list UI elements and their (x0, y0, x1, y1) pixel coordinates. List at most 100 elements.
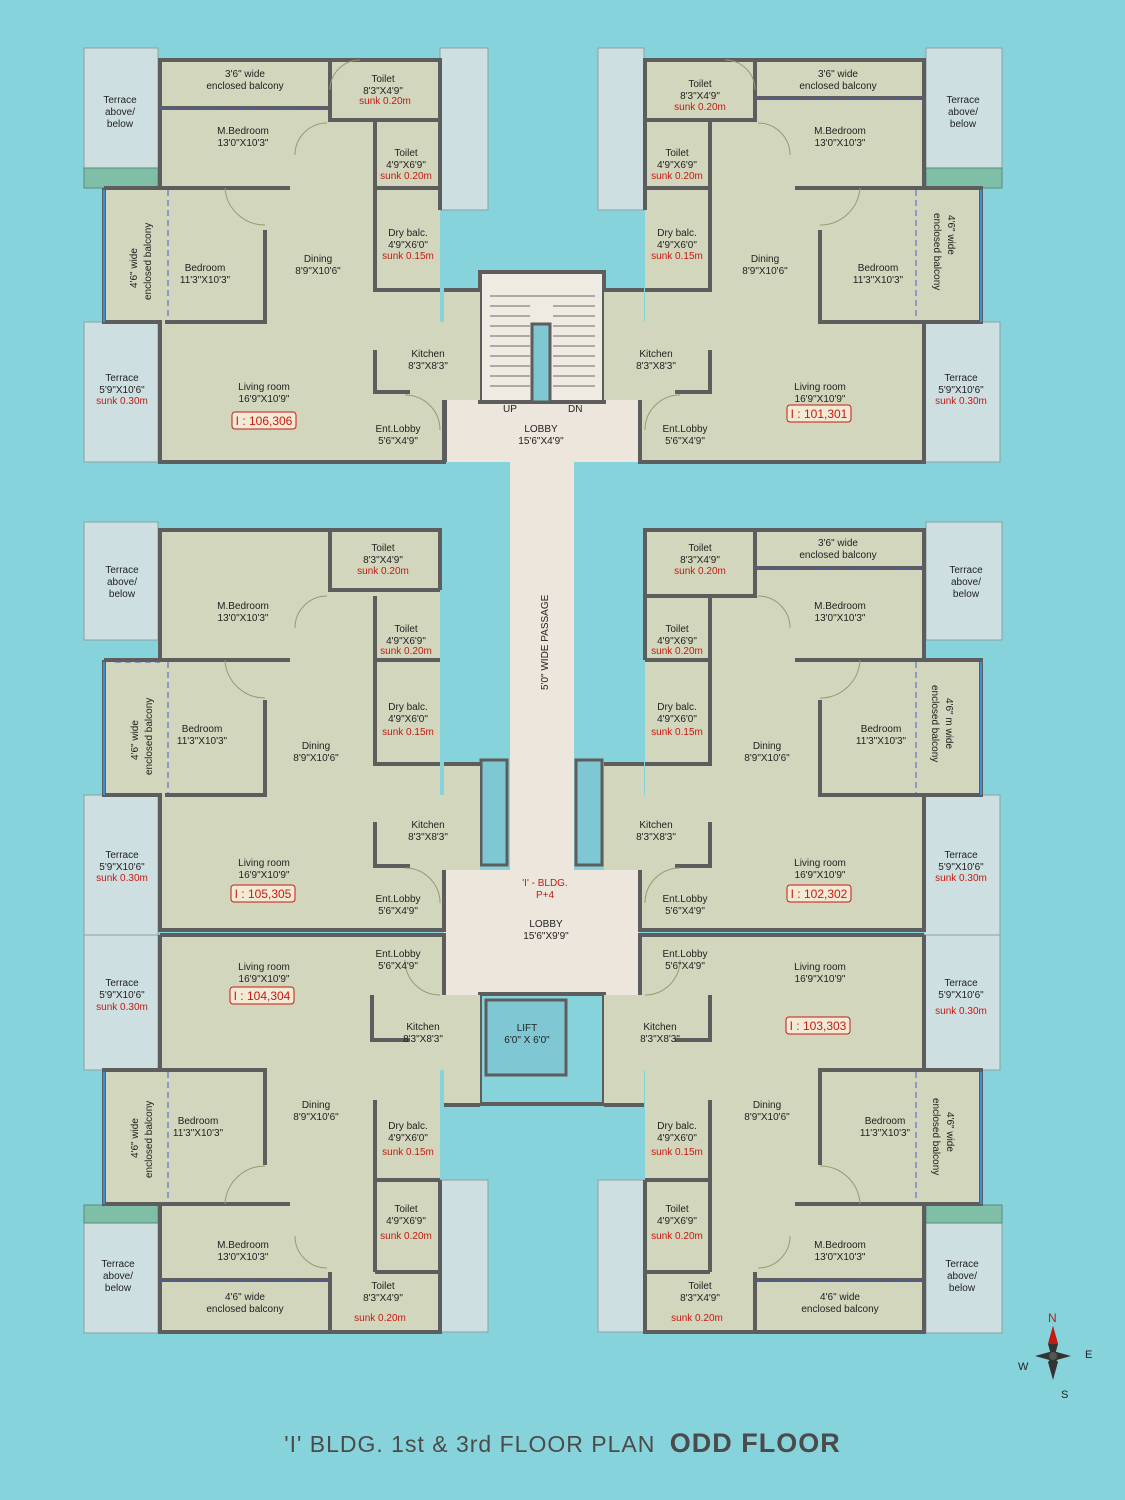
room-label: I : 103,303 (790, 1019, 847, 1033)
room-label: Terrace (946, 95, 980, 106)
room-label: 4'9"X6'9" (386, 636, 426, 647)
room-label: sunk 0.30m (96, 396, 148, 407)
room-label: Living room (794, 962, 846, 973)
room-label: Toilet (665, 148, 689, 159)
room-label: enclosed balcony (799, 81, 876, 92)
unit-102-302-labels: Toilet 8'3"X4'9" sunk 0.20m 3'6" wide en… (636, 538, 987, 917)
room-label: Toilet (371, 543, 395, 554)
room-label: Dry balc. (657, 702, 696, 713)
room-label: 16'9"X10'9" (239, 394, 290, 405)
unit-104-304: Living room 16'9"X10'9" Ent.Lobby 5'6"X4… (83, 933, 489, 1334)
room-label: 16'9"X10'9" (795, 870, 846, 881)
room-label: 8'3"X8'3" (408, 361, 448, 372)
room-label: sunk 0.30m (935, 396, 987, 407)
room-label: Kitchen (411, 349, 444, 360)
unit-106-306-labels: 3'6" wide enclosed balcony Toilet 8'3"X4… (96, 69, 448, 447)
room-label: above/ (105, 107, 135, 118)
room-label: 8'3"X8'3" (403, 1034, 443, 1045)
room-label: Kitchen (639, 820, 672, 831)
room-label: I : 104,304 (234, 989, 291, 1003)
unit-104-304-labels: Living room 16'9"X10'9" Ent.Lobby 5'6"X4… (96, 949, 443, 1324)
room-label: 5'9"X10'6" (938, 990, 984, 1001)
room-label: Kitchen (639, 349, 672, 360)
compass-s: S (1061, 1389, 1068, 1401)
room-label: Toilet (665, 1204, 689, 1215)
lower-lobby-label: LOBBY (529, 919, 563, 930)
room-label: sunk 0.20m (674, 566, 726, 577)
room-label: 3'6" wide (818, 69, 858, 80)
unit-number-tag (785, 1016, 851, 1035)
plan-title-floor: ODD FLOOR (669, 1428, 841, 1458)
stair-up-label: UP (503, 404, 517, 415)
room-label: 4'9"X6'9" (657, 1216, 697, 1227)
room-label: sunk 0.30m (935, 1006, 987, 1017)
room-label: Terrace (944, 373, 978, 384)
room-label: Terrace (105, 850, 139, 861)
room-label: Toilet (665, 624, 689, 635)
compass-w: W (1018, 1361, 1029, 1373)
lower-lobby-size: 15'6"X9'9" (523, 931, 569, 942)
room-label: 11'3"X10'3" (856, 736, 907, 747)
room-label: 4'6" wide (820, 1292, 860, 1303)
upper-lobby-size: 15'6"X4'9" (518, 436, 564, 447)
room-label: 4'9"X6'9" (386, 160, 426, 171)
room-label: 4'6" wide (129, 248, 140, 288)
unit-106-306: 3'6" wide enclosed balcony Toilet 8'3"X4… (83, 47, 489, 464)
unit-102-302: Toilet 8'3"X4'9" sunk 0.20m 3'6" wide en… (604, 521, 1003, 936)
compass-n: N (1048, 1311, 1057, 1325)
room-label: 4'9"X6'0" (388, 1133, 428, 1144)
room-label: above/ (103, 1271, 133, 1282)
unit-number-tag (786, 884, 852, 903)
room-label: 11'3"X10'3" (860, 1128, 911, 1139)
room-label: sunk 0.20m (380, 646, 432, 657)
room-label: Bedroom (185, 263, 226, 274)
passage-label: 5'0" WIDE PASSAGE (540, 594, 551, 690)
room-label: Ent.Lobby (662, 424, 707, 435)
room-label: enclosed balcony (206, 1304, 283, 1315)
room-label: Living room (794, 382, 846, 393)
room-label: 16'9"X10'9" (239, 974, 290, 985)
unit-101-301: Toilet 8'3"X4'9" sunk 0.20m 3'6" wide en… (597, 47, 1003, 464)
room-label: below (105, 1283, 132, 1294)
compass-rose-icon: N W E S (1018, 1311, 1092, 1401)
room-label: 4'9"X6'0" (657, 1133, 697, 1144)
room-label: Bedroom (182, 724, 223, 735)
room-label: Toilet (688, 543, 712, 554)
room-label: 3'6" wide (225, 69, 265, 80)
room-label: Bedroom (861, 724, 902, 735)
room-label: Dining (304, 254, 332, 265)
room-label: Dry balc. (657, 1121, 696, 1132)
room-label: sunk 0.20m (357, 566, 409, 577)
room-label: Ent.Lobby (375, 949, 420, 960)
room-label: Terrace (105, 373, 139, 384)
lift-label: LIFT (517, 1023, 538, 1034)
room-label: Ent.Lobby (662, 949, 707, 960)
room-label: 5'6"X4'9" (378, 436, 418, 447)
room-label: enclosed balcony (931, 213, 942, 290)
room-label: 8'9"X10'6" (293, 753, 339, 764)
upper-lobby-label: LOBBY (524, 424, 558, 435)
room-label: 5'9"X10'6" (938, 385, 984, 396)
room-label: below (109, 589, 136, 600)
room-label: sunk 0.15m (651, 1147, 703, 1158)
room-label: Dry balc. (388, 1121, 427, 1132)
room-label: 8'3"X8'3" (636, 361, 676, 372)
room-label: M.Bedroom (814, 126, 866, 137)
room-label: 5'9"X10'6" (99, 385, 145, 396)
room-label: 13'0"X10'3" (815, 613, 866, 624)
room-label: 5'6"X4'9" (665, 436, 705, 447)
room-label: Ent.Lobby (375, 424, 420, 435)
room-label: 4'9"X6'0" (388, 714, 428, 725)
room-label: enclosed balcony (206, 81, 283, 92)
unit-103-303: Ent.Lobby 5'6"X4'9" Living room 16'9"X10… (597, 933, 1003, 1334)
room-label: Terrace (103, 95, 137, 106)
room-label: 11'3"X10'3" (177, 736, 228, 747)
room-label: sunk 0.20m (651, 646, 703, 657)
room-label: Kitchen (643, 1022, 676, 1033)
plan-title: 'I' BLDG. 1st & 3rd FLOOR PLAN ODD FLOOR (0, 1428, 1125, 1459)
room-label: above/ (948, 107, 978, 118)
room-label: Toilet (371, 1281, 395, 1292)
unit-105-305: Toilet 8'3"X4'9" sunk 0.20m M.Bedroom 13… (83, 521, 480, 936)
room-label: 4'6" wide (130, 720, 141, 760)
